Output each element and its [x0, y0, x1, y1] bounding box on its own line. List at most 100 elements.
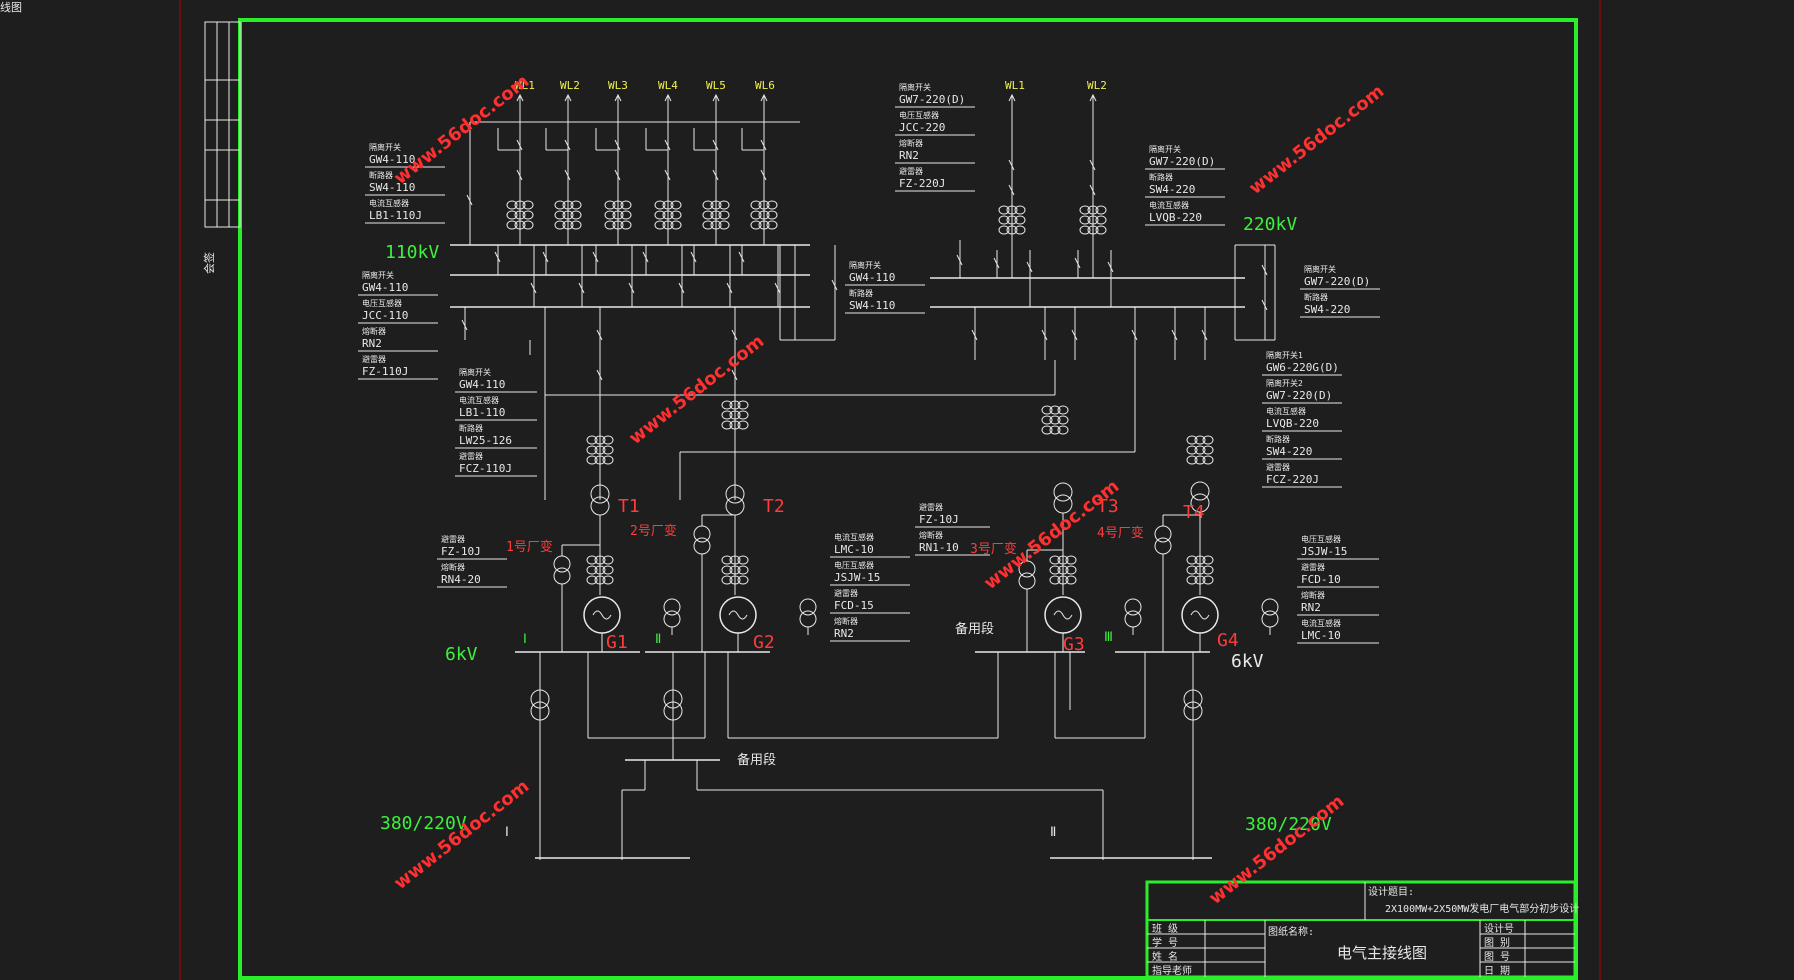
switch-blade: [461, 319, 468, 331]
equipment-type: 电流互感器: [1266, 406, 1306, 416]
arrow: [664, 93, 672, 102]
ct-coil: [654, 200, 666, 210]
equipment-model: SW4-220: [1149, 183, 1195, 196]
ct-coil: [662, 210, 674, 220]
ct-coil: [1087, 205, 1099, 215]
equipment-table: 隔离开关GW7-220(D)电压互感器JCC-220熔断器RN2避雷器FZ-22…: [895, 82, 975, 192]
switch-blade: [731, 329, 738, 341]
ct-coil: [602, 455, 614, 465]
ct-coil: [670, 210, 682, 220]
plant-transformer-label: 4号厂变: [1097, 525, 1144, 541]
ct-coil: [710, 200, 722, 210]
tb-left-label: 指导老师: [1152, 964, 1192, 977]
feeder-label: WL6: [755, 79, 775, 92]
sidebar-strip: 会签: [202, 21, 241, 274]
ct-coil: [718, 220, 730, 230]
equipment-model: GW7-220(D): [1149, 155, 1215, 168]
ct-coil: [1057, 415, 1069, 425]
switch-blade: [712, 139, 719, 151]
ct-coil: [586, 575, 598, 585]
arrow: [516, 93, 524, 102]
equipment-tables: 隔离开关GW4-110断路器SW4-110电流互感器LB1-110J隔离开关GW…: [358, 82, 1380, 644]
equipment-type: 避雷器: [441, 534, 465, 544]
ct-coil: [570, 220, 582, 230]
feeder-label: WL4: [658, 79, 678, 92]
equipment-type: 电流互感器: [1149, 200, 1189, 210]
pt-winding: [1124, 610, 1142, 628]
ct-coil: [1186, 445, 1198, 455]
tb-right-label: 图 号: [1484, 951, 1510, 963]
equipment-model: LB1-110: [459, 406, 505, 419]
equipment-model: LMC-10: [834, 543, 874, 556]
equipment-model: LVQB-220: [1266, 417, 1319, 430]
equipment-model: GW7-220(D): [899, 93, 965, 106]
pt-winding: [663, 610, 681, 628]
equipment-type: 电压互感器: [834, 560, 874, 570]
transformer-label: T1: [618, 496, 640, 517]
equipment-model: SW4-220: [1266, 445, 1312, 458]
switch-blade: [1171, 329, 1178, 341]
equipment-type: 避雷器: [1266, 462, 1290, 472]
voltage-6kv-right: 6kV: [1231, 651, 1264, 672]
ct-coil: [1095, 225, 1107, 235]
switch-blade: [664, 169, 671, 181]
switch-blade: [542, 251, 549, 263]
equipment-model: RN2: [1301, 601, 1321, 614]
tb-right-label: 图 别: [1484, 937, 1510, 949]
window-title: 线图: [0, 0, 22, 14]
watermark: www.56doc.com: [390, 71, 533, 189]
transformer-winding: [590, 484, 610, 504]
equipment-type: 隔离开关2: [1266, 378, 1303, 388]
ct-coil: [1194, 565, 1206, 575]
equipment-type: 避雷器: [919, 502, 943, 512]
ct-coil: [1194, 445, 1206, 455]
drawing-frame: [238, 18, 1578, 980]
switch-blade: [726, 282, 733, 294]
ct-coil: [602, 575, 614, 585]
tb-right-label: 日 期: [1484, 965, 1510, 977]
switch-blade: [712, 169, 719, 181]
ct-coil: [766, 220, 778, 230]
ct-coil: [1202, 565, 1214, 575]
bus-220kv: [930, 244, 1276, 341]
ct-coil: [570, 200, 582, 210]
switch-blade: [466, 194, 473, 206]
equipment-type: 断路器: [369, 170, 393, 180]
switch-blade: [530, 282, 537, 294]
plant-transformer-label: 1号厂变: [506, 539, 553, 555]
ct-coil: [620, 200, 632, 210]
switch-blade: [614, 139, 621, 151]
switch-blade: [1071, 329, 1078, 341]
equipment-type: 隔离开关: [899, 82, 931, 92]
switch-blade: [1201, 329, 1208, 341]
equipment-type: 熔断器: [441, 562, 465, 572]
ct-coil: [506, 210, 518, 220]
switch-blade: [578, 282, 585, 294]
voltage-110kv: 110kV: [385, 242, 439, 263]
ct-coil: [750, 200, 762, 210]
arrow: [614, 93, 622, 102]
equipment-type: 电流互感器: [459, 395, 499, 405]
transformer-winding: [1053, 482, 1073, 502]
ct-coil: [604, 200, 616, 210]
ct-coil: [670, 220, 682, 230]
ct-coil: [514, 210, 526, 220]
ct-coil: [758, 200, 770, 210]
equipment-type: 隔离开关: [369, 142, 401, 152]
pt-winding: [1261, 610, 1279, 628]
equipment-model: GW7-220(D): [1266, 389, 1332, 402]
switch-blade: [678, 282, 685, 294]
ct-coil: [1079, 205, 1091, 215]
plant-transformer-winding: [693, 525, 711, 543]
bus-110kv: [450, 121, 810, 308]
equipment-type: 避雷器: [899, 166, 923, 176]
equipment-type: 隔离开关: [1304, 264, 1336, 274]
ct-coil: [1194, 575, 1206, 585]
switch-blade: [1026, 261, 1033, 273]
equipment-type: 电压互感器: [362, 298, 402, 308]
ct-coil: [737, 555, 749, 565]
switch-blade: [564, 169, 571, 181]
